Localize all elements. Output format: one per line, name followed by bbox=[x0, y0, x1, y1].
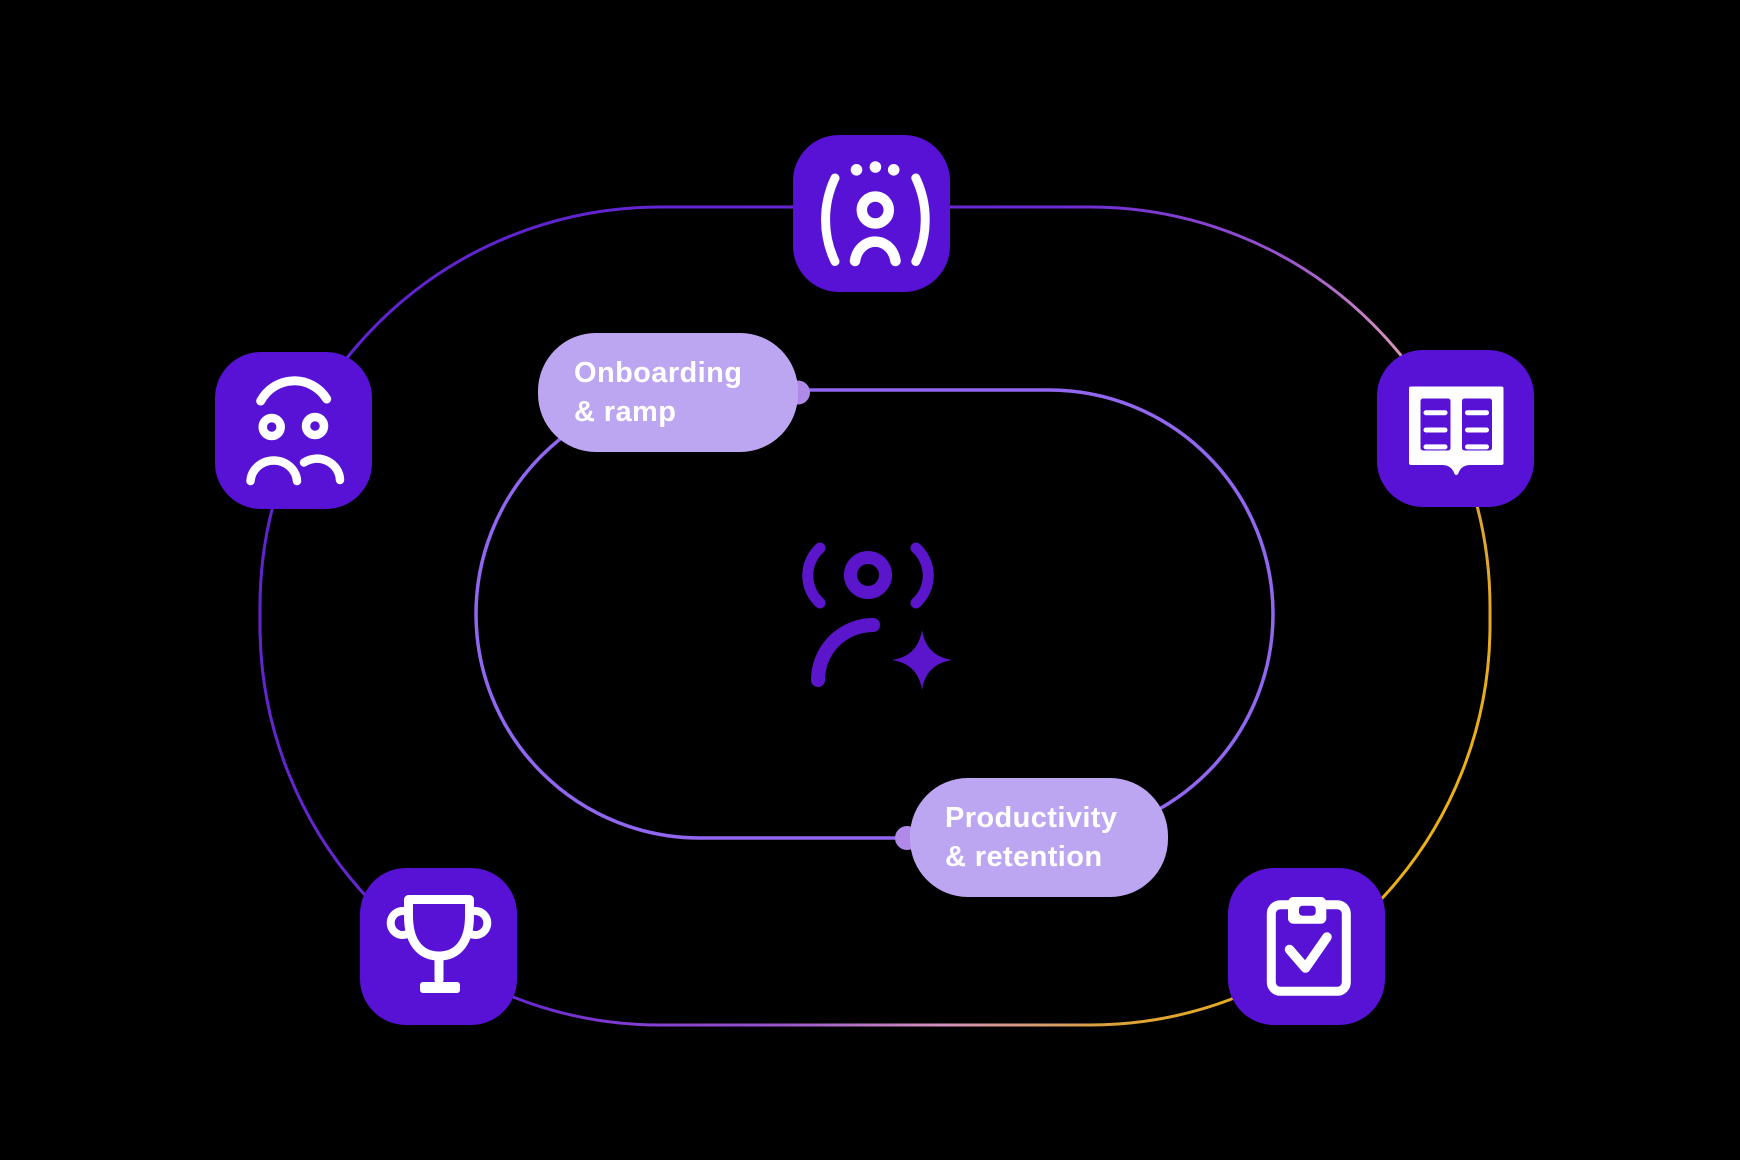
page-text-lines bbox=[1423, 410, 1489, 450]
shoulders-arc bbox=[246, 456, 302, 486]
shoulder-arc bbox=[811, 618, 880, 687]
person-sparkle-icon bbox=[802, 542, 952, 690]
node-right-tile bbox=[1377, 350, 1534, 507]
trophy-icon bbox=[386, 895, 492, 993]
open-book-icon bbox=[1409, 386, 1504, 475]
productivity-label-line2: & retention bbox=[945, 840, 1103, 873]
node-bottom-right-tile bbox=[1228, 868, 1385, 1025]
onboarding-ramp-label: Onboarding & ramp bbox=[538, 333, 798, 452]
head-circle bbox=[856, 191, 895, 229]
over-arc bbox=[256, 376, 332, 406]
right-paren-arc bbox=[910, 542, 934, 609]
onboarding-label-line1: Onboarding bbox=[574, 356, 743, 389]
clipboard-check-icon bbox=[1266, 897, 1351, 996]
tile-background bbox=[215, 352, 372, 509]
node-left-tile bbox=[215, 352, 372, 509]
productivity-retention-label: Productivity & retention bbox=[910, 778, 1168, 897]
head-circle bbox=[301, 412, 329, 440]
audience-dots bbox=[850, 161, 900, 176]
left-paren-arc bbox=[802, 542, 826, 609]
people-group-icon bbox=[246, 376, 345, 486]
productivity-label-line1: Productivity bbox=[945, 801, 1118, 834]
tile-background bbox=[360, 868, 517, 1025]
left-paren-arc bbox=[821, 173, 840, 266]
shoulders-arc bbox=[299, 454, 345, 485]
shoulders-arc bbox=[849, 236, 901, 267]
check-mark bbox=[1284, 932, 1332, 973]
trophy-left-handle bbox=[386, 907, 412, 939]
person-audience-icon bbox=[821, 161, 930, 267]
trophy-base bbox=[420, 982, 460, 993]
right-paren-arc bbox=[911, 173, 930, 266]
inner-ring-path bbox=[474, 388, 1275, 840]
node-bottom-left-tile bbox=[360, 868, 517, 1025]
head-circle bbox=[844, 551, 892, 599]
head-circle bbox=[258, 413, 285, 441]
sparkle-star bbox=[892, 630, 952, 690]
onboarding-label-line2: & ramp bbox=[574, 395, 677, 428]
clipboard-clip-slot bbox=[1299, 905, 1316, 916]
trophy-right-handle bbox=[466, 907, 492, 939]
node-top-tile bbox=[793, 135, 950, 292]
tile-background bbox=[1228, 868, 1385, 1025]
